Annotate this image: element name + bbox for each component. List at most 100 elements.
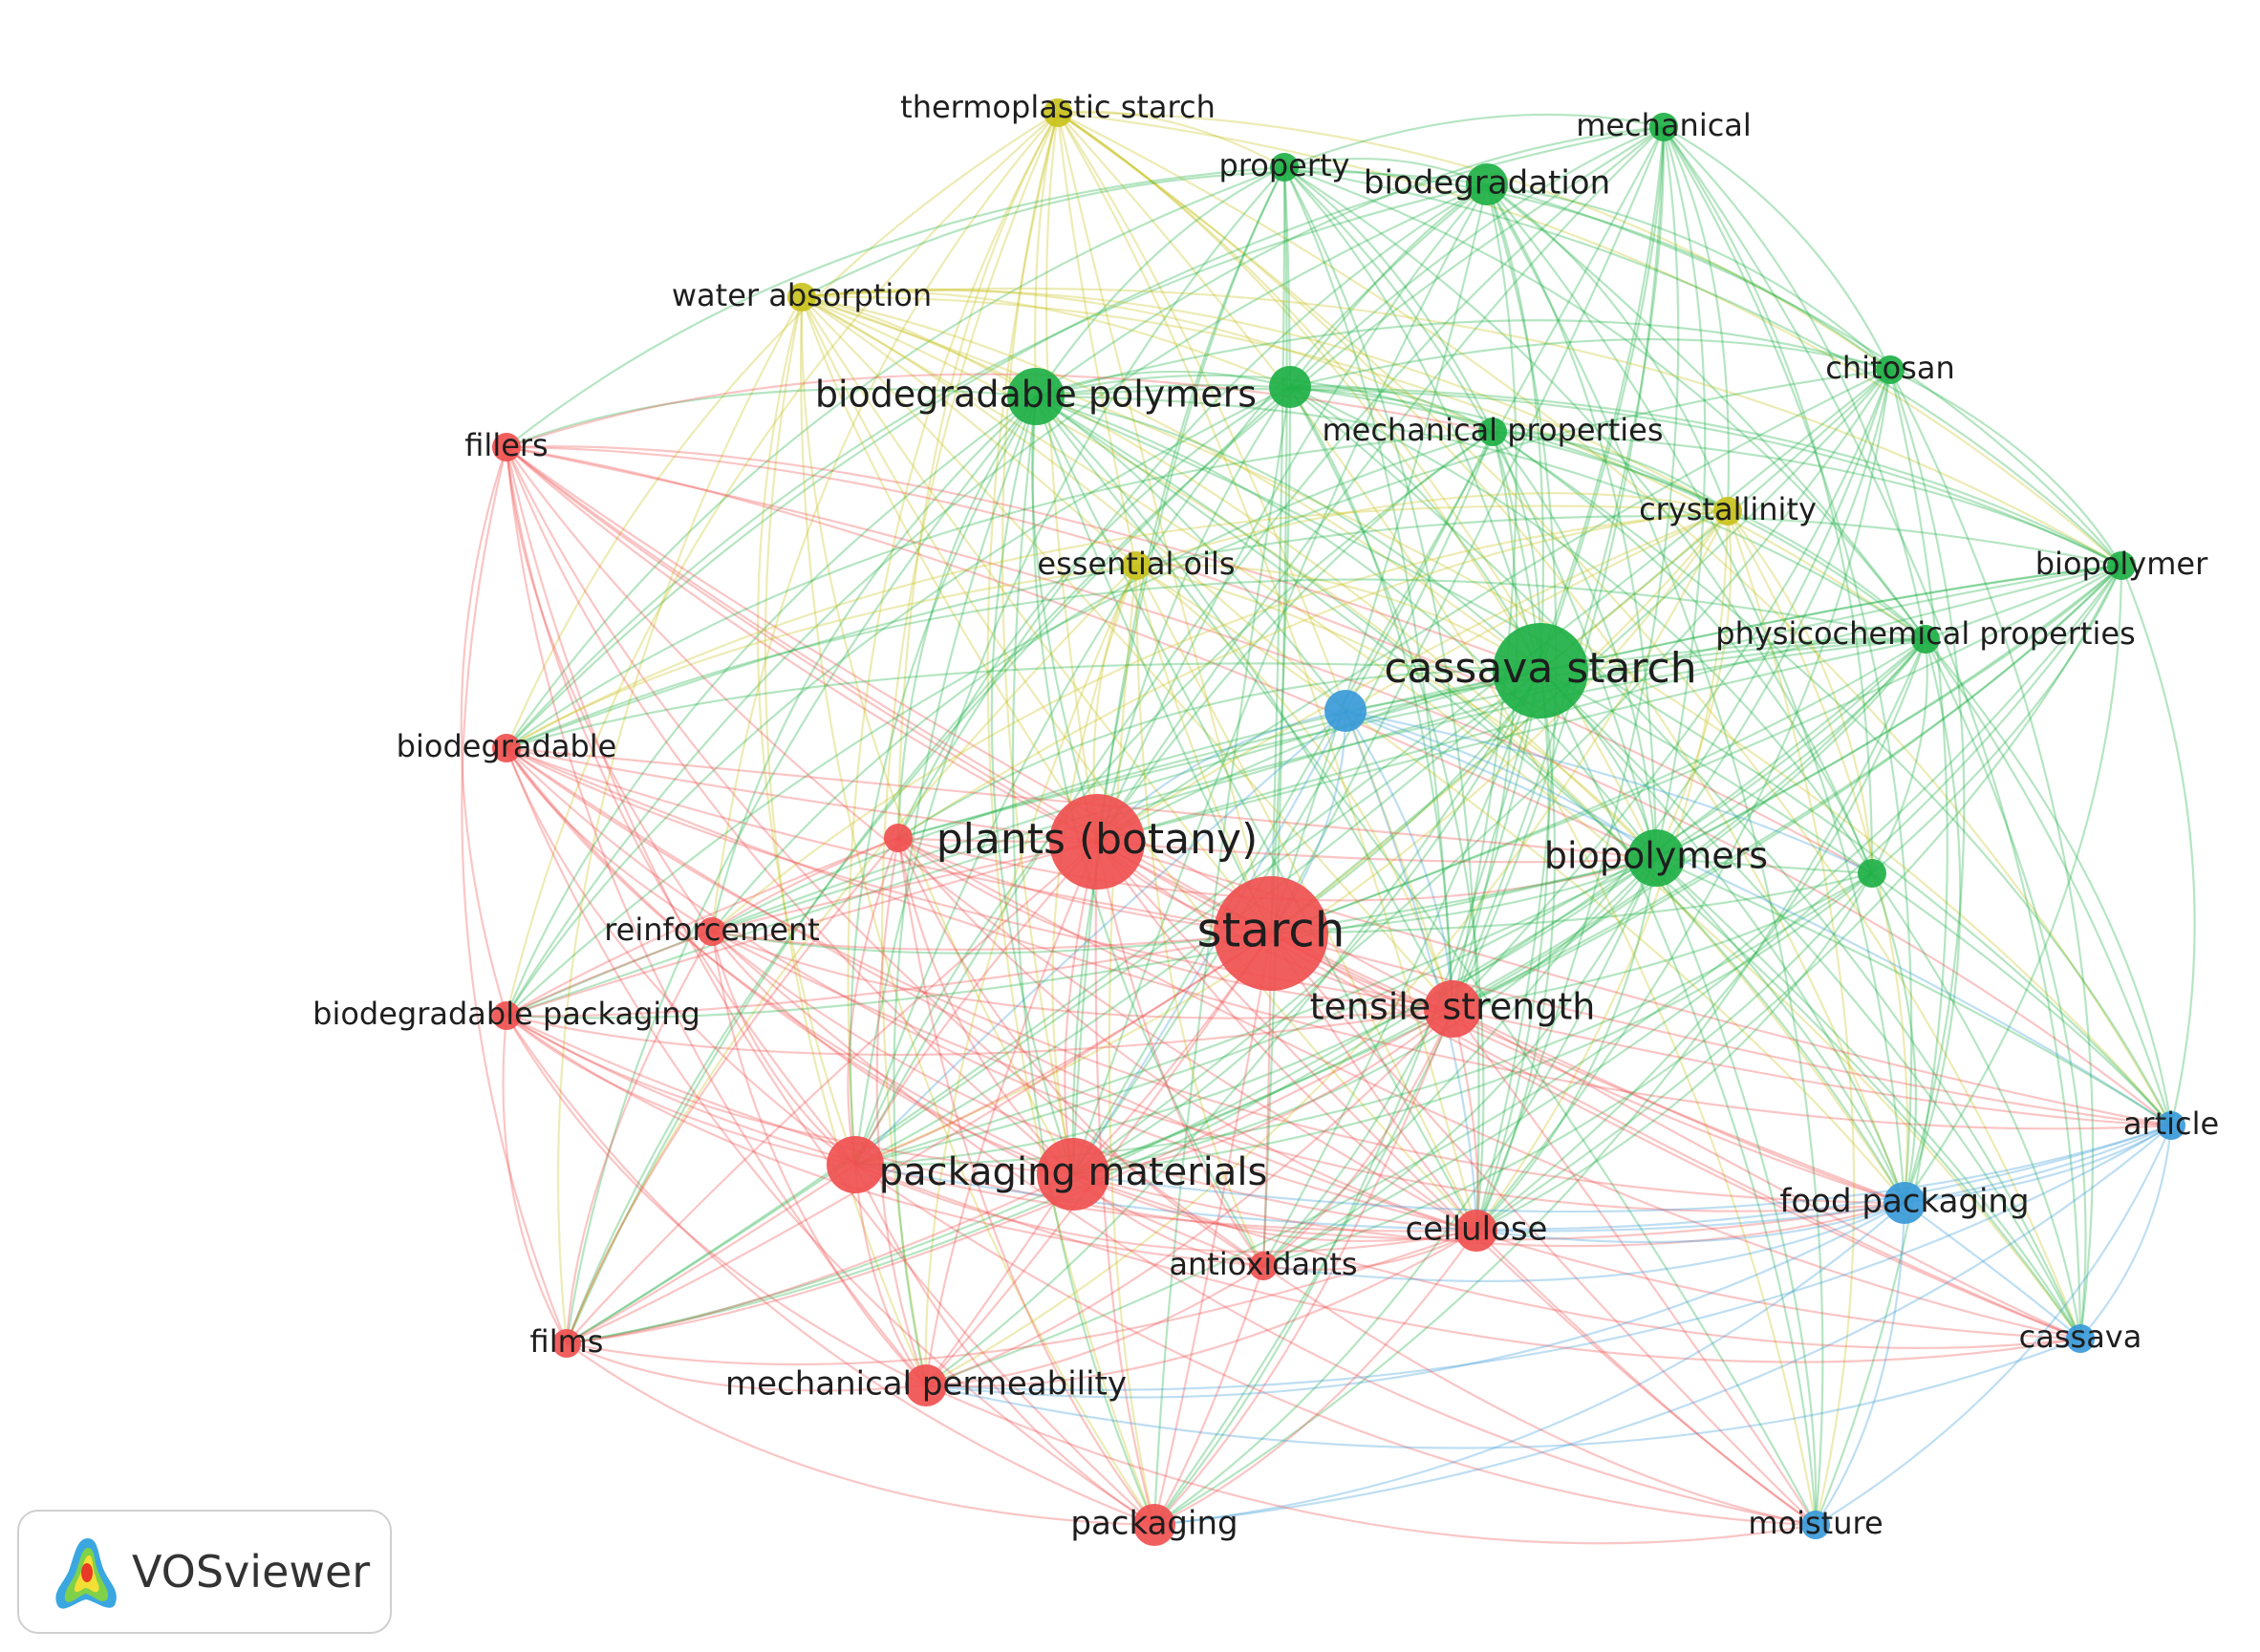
link-physicochemical_properties-red_unlabeled_2: [854, 638, 1926, 1167]
label-crystallinity[interactable]: crystallinity: [1639, 491, 1817, 527]
node-packaging-materials[interactable]: [1037, 1138, 1109, 1211]
node-blue-unlabeled-1[interactable]: [1324, 690, 1367, 732]
node-antioxidants[interactable]: [1249, 1252, 1278, 1280]
link-biopolymer-antioxidants: [1262, 565, 2122, 1267]
label-biodegradable[interactable]: biodegradable: [397, 728, 617, 764]
link-green_unlabeled_1-cassava: [1289, 386, 2082, 1340]
label-biopolymer[interactable]: biopolymer: [2035, 546, 2208, 582]
label-cassava-starch[interactable]: cassava starch: [1384, 644, 1696, 693]
label-moisture[interactable]: moisture: [1748, 1505, 1883, 1541]
label-packaging[interactable]: packaging: [1070, 1505, 1238, 1543]
label-water-absorption[interactable]: water absorption: [672, 277, 932, 313]
label-mechanical[interactable]: mechanical: [1576, 107, 1752, 143]
node-chitosan[interactable]: [1876, 355, 1905, 384]
link-fillers-mechanical_properties: [506, 373, 1494, 449]
link-cassava_starch-biodegradable: [506, 662, 1541, 750]
link-mechanical_properties-reinforcement: [711, 430, 1494, 933]
link-packaging_materials-films: [566, 1173, 1074, 1345]
node-fillers[interactable]: [492, 433, 521, 461]
node-crystallinity[interactable]: [1713, 497, 1742, 526]
node-biopolymers[interactable]: [1627, 829, 1685, 887]
node-biodegradable-packaging[interactable]: [492, 1001, 521, 1030]
link-water_absorption-essential_oils: [801, 296, 1137, 567]
link-cassava-mechanical_permeability: [925, 1337, 2081, 1449]
node-packaging[interactable]: [1133, 1504, 1175, 1546]
label-food-packaging[interactable]: food packaging: [1779, 1183, 2029, 1221]
label-physicochemical-properties[interactable]: physicochemical properties: [1715, 615, 2135, 652]
node-food-packaging[interactable]: [1883, 1182, 1926, 1224]
node-physicochemical-properties[interactable]: [1911, 625, 1940, 654]
label-antioxidants[interactable]: antioxidants: [1169, 1246, 1357, 1282]
label-biodegradable-polymers[interactable]: biodegradable polymers: [815, 374, 1257, 416]
link-physicochemical_properties-plants_botany: [1096, 637, 1926, 844]
link-biopolymers-packaging_materials: [1072, 857, 1657, 1176]
link-biopolymer-mechanical_permeability: [925, 565, 2122, 1387]
link-essential_oils-biopolymers: [1135, 564, 1657, 859]
label-biodegradable-packaging[interactable]: biodegradable packaging: [312, 996, 700, 1032]
node-mechanical-permeability[interactable]: [905, 1364, 947, 1406]
label-packaging-materials[interactable]: packaging materials: [879, 1150, 1268, 1194]
link-food_packaging-moisture: [1815, 1202, 1906, 1526]
link-biodegradable-food_packaging: [506, 747, 1905, 1205]
link-reinforcement-biodegradable_packaging: [506, 930, 713, 1017]
node-films[interactable]: [552, 1329, 581, 1358]
link-mechanical_permeability-moisture: [925, 1384, 1817, 1545]
node-property[interactable]: [1270, 153, 1299, 182]
label-mechanical-properties[interactable]: mechanical properties: [1322, 412, 1663, 448]
label-mechanical-permeability[interactable]: mechanical permeability: [725, 1365, 1127, 1404]
node-biodegradable[interactable]: [492, 734, 521, 762]
node-green-unlabeled-1[interactable]: [1269, 366, 1311, 408]
link-biopolymers-cassava: [1655, 857, 2081, 1340]
label-biodegradation[interactable]: biodegradation: [1364, 164, 1610, 203]
link-tensile_strength-article: [1452, 1007, 2172, 1127]
link-cassava_starch-mechanical_permeability: [925, 670, 1541, 1386]
node-red-unlabeled-1[interactable]: [884, 824, 913, 852]
node-starch[interactable]: [1214, 876, 1328, 991]
label-fillers[interactable]: fillers: [464, 427, 548, 463]
node-biopolymer[interactable]: [2107, 551, 2136, 580]
label-cellulose[interactable]: cellulose: [1406, 1211, 1548, 1249]
label-cassava[interactable]: cassava: [2019, 1319, 2142, 1355]
node-cassava[interactable]: [2066, 1324, 2095, 1353]
link-physicochemical_properties-films: [566, 638, 1926, 1345]
link-article-mechanical_permeability: [925, 1125, 2172, 1391]
link-mechanical-starch: [1270, 126, 1666, 934]
node-moisture[interactable]: [1801, 1511, 1830, 1539]
label-article[interactable]: article: [2123, 1105, 2219, 1142]
node-cellulose[interactable]: [1455, 1210, 1497, 1252]
label-chitosan[interactable]: chitosan: [1825, 350, 1954, 386]
link-biopolymers-antioxidants: [1262, 857, 1657, 1267]
link-water_absorption-green_unlabeled_1: [801, 290, 1291, 389]
node-essential-oils[interactable]: [1122, 551, 1151, 580]
link-tensile_strength-packaging: [1153, 1008, 1454, 1526]
node-thermoplastic-starch[interactable]: [1044, 98, 1072, 127]
label-biopolymers[interactable]: biopolymers: [1544, 835, 1768, 877]
node-green-unlabeled-2[interactable]: [1858, 859, 1886, 888]
node-red-unlabeled-2[interactable]: [827, 1136, 884, 1193]
node-plants-botany[interactable]: [1049, 794, 1145, 890]
node-reinforcement[interactable]: [698, 917, 726, 946]
label-thermoplastic-starch[interactable]: thermoplastic starch: [900, 89, 1216, 125]
label-property[interactable]: property: [1219, 147, 1350, 183]
node-article[interactable]: [2157, 1111, 2185, 1140]
node-mechanical[interactable]: [1649, 113, 1678, 141]
node-cassava-starch[interactable]: [1493, 623, 1588, 719]
node-layer: [492, 98, 2185, 1546]
label-starch[interactable]: starch: [1197, 903, 1345, 958]
node-tensile-strength[interactable]: [1424, 980, 1481, 1038]
link-cellulose-films: [566, 1229, 1477, 1366]
link-biodegradable_polymers-mechanical_permeability: [893, 396, 1038, 1386]
label-reinforcement[interactable]: reinforcement: [604, 912, 820, 948]
label-films[interactable]: films: [530, 1323, 604, 1360]
link-crystallinity-moisture: [1726, 510, 1856, 1526]
link-biodegradable_polymers-biopolymer: [1035, 388, 2122, 567]
label-tensile-strength[interactable]: tensile strength: [1310, 986, 1596, 1028]
label-plants-botany[interactable]: plants (botany): [936, 815, 1259, 864]
node-biodegradation[interactable]: [1466, 163, 1508, 205]
link-property-mechanical_properties: [1283, 166, 1494, 433]
label-essential-oils[interactable]: essential oils: [1037, 546, 1235, 582]
link-fillers-red_unlabeled_2: [505, 446, 856, 1166]
node-mechanical-properties[interactable]: [1478, 418, 1507, 446]
node-biodegradable-polymers[interactable]: [1007, 368, 1065, 425]
node-water-absorption[interactable]: [787, 283, 816, 311]
